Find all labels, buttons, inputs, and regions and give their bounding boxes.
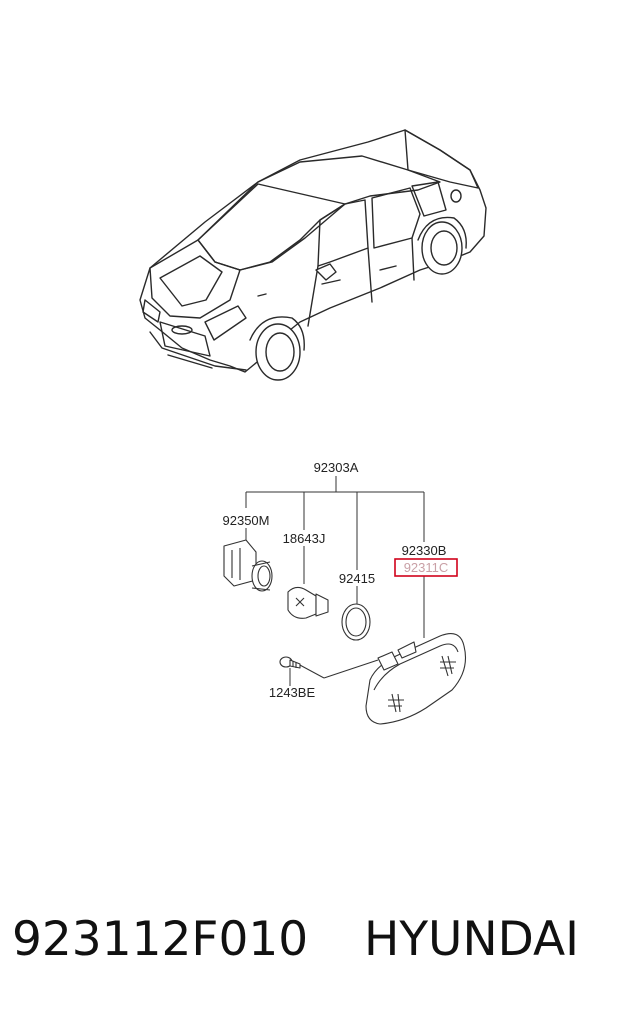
bulb-part bbox=[287, 586, 329, 619]
highlight-box bbox=[394, 558, 458, 577]
gasket-part bbox=[341, 603, 371, 641]
label-assembly: 92303A bbox=[314, 460, 359, 475]
car-illustration bbox=[139, 129, 487, 381]
label-socket: 92350M bbox=[223, 513, 270, 528]
socket-part bbox=[223, 539, 273, 592]
label-bulb: 18643J bbox=[283, 531, 326, 546]
label-lamp-housing: 92330B bbox=[402, 543, 447, 558]
footer-brand: HYUNDAI bbox=[364, 912, 579, 967]
label-gasket: 92415 bbox=[339, 571, 375, 586]
footer-part-number: 923112F010 bbox=[12, 912, 309, 967]
part-labels: 92303A 92350M 18643J 92415 92330B 92311C… bbox=[223, 460, 458, 700]
label-lens-highlighted: 92311C bbox=[404, 560, 449, 575]
leader-lines bbox=[245, 476, 425, 686]
label-screw: 1243BE bbox=[269, 685, 316, 700]
screw-part bbox=[279, 656, 301, 669]
side-repeater-lamp bbox=[365, 633, 467, 725]
